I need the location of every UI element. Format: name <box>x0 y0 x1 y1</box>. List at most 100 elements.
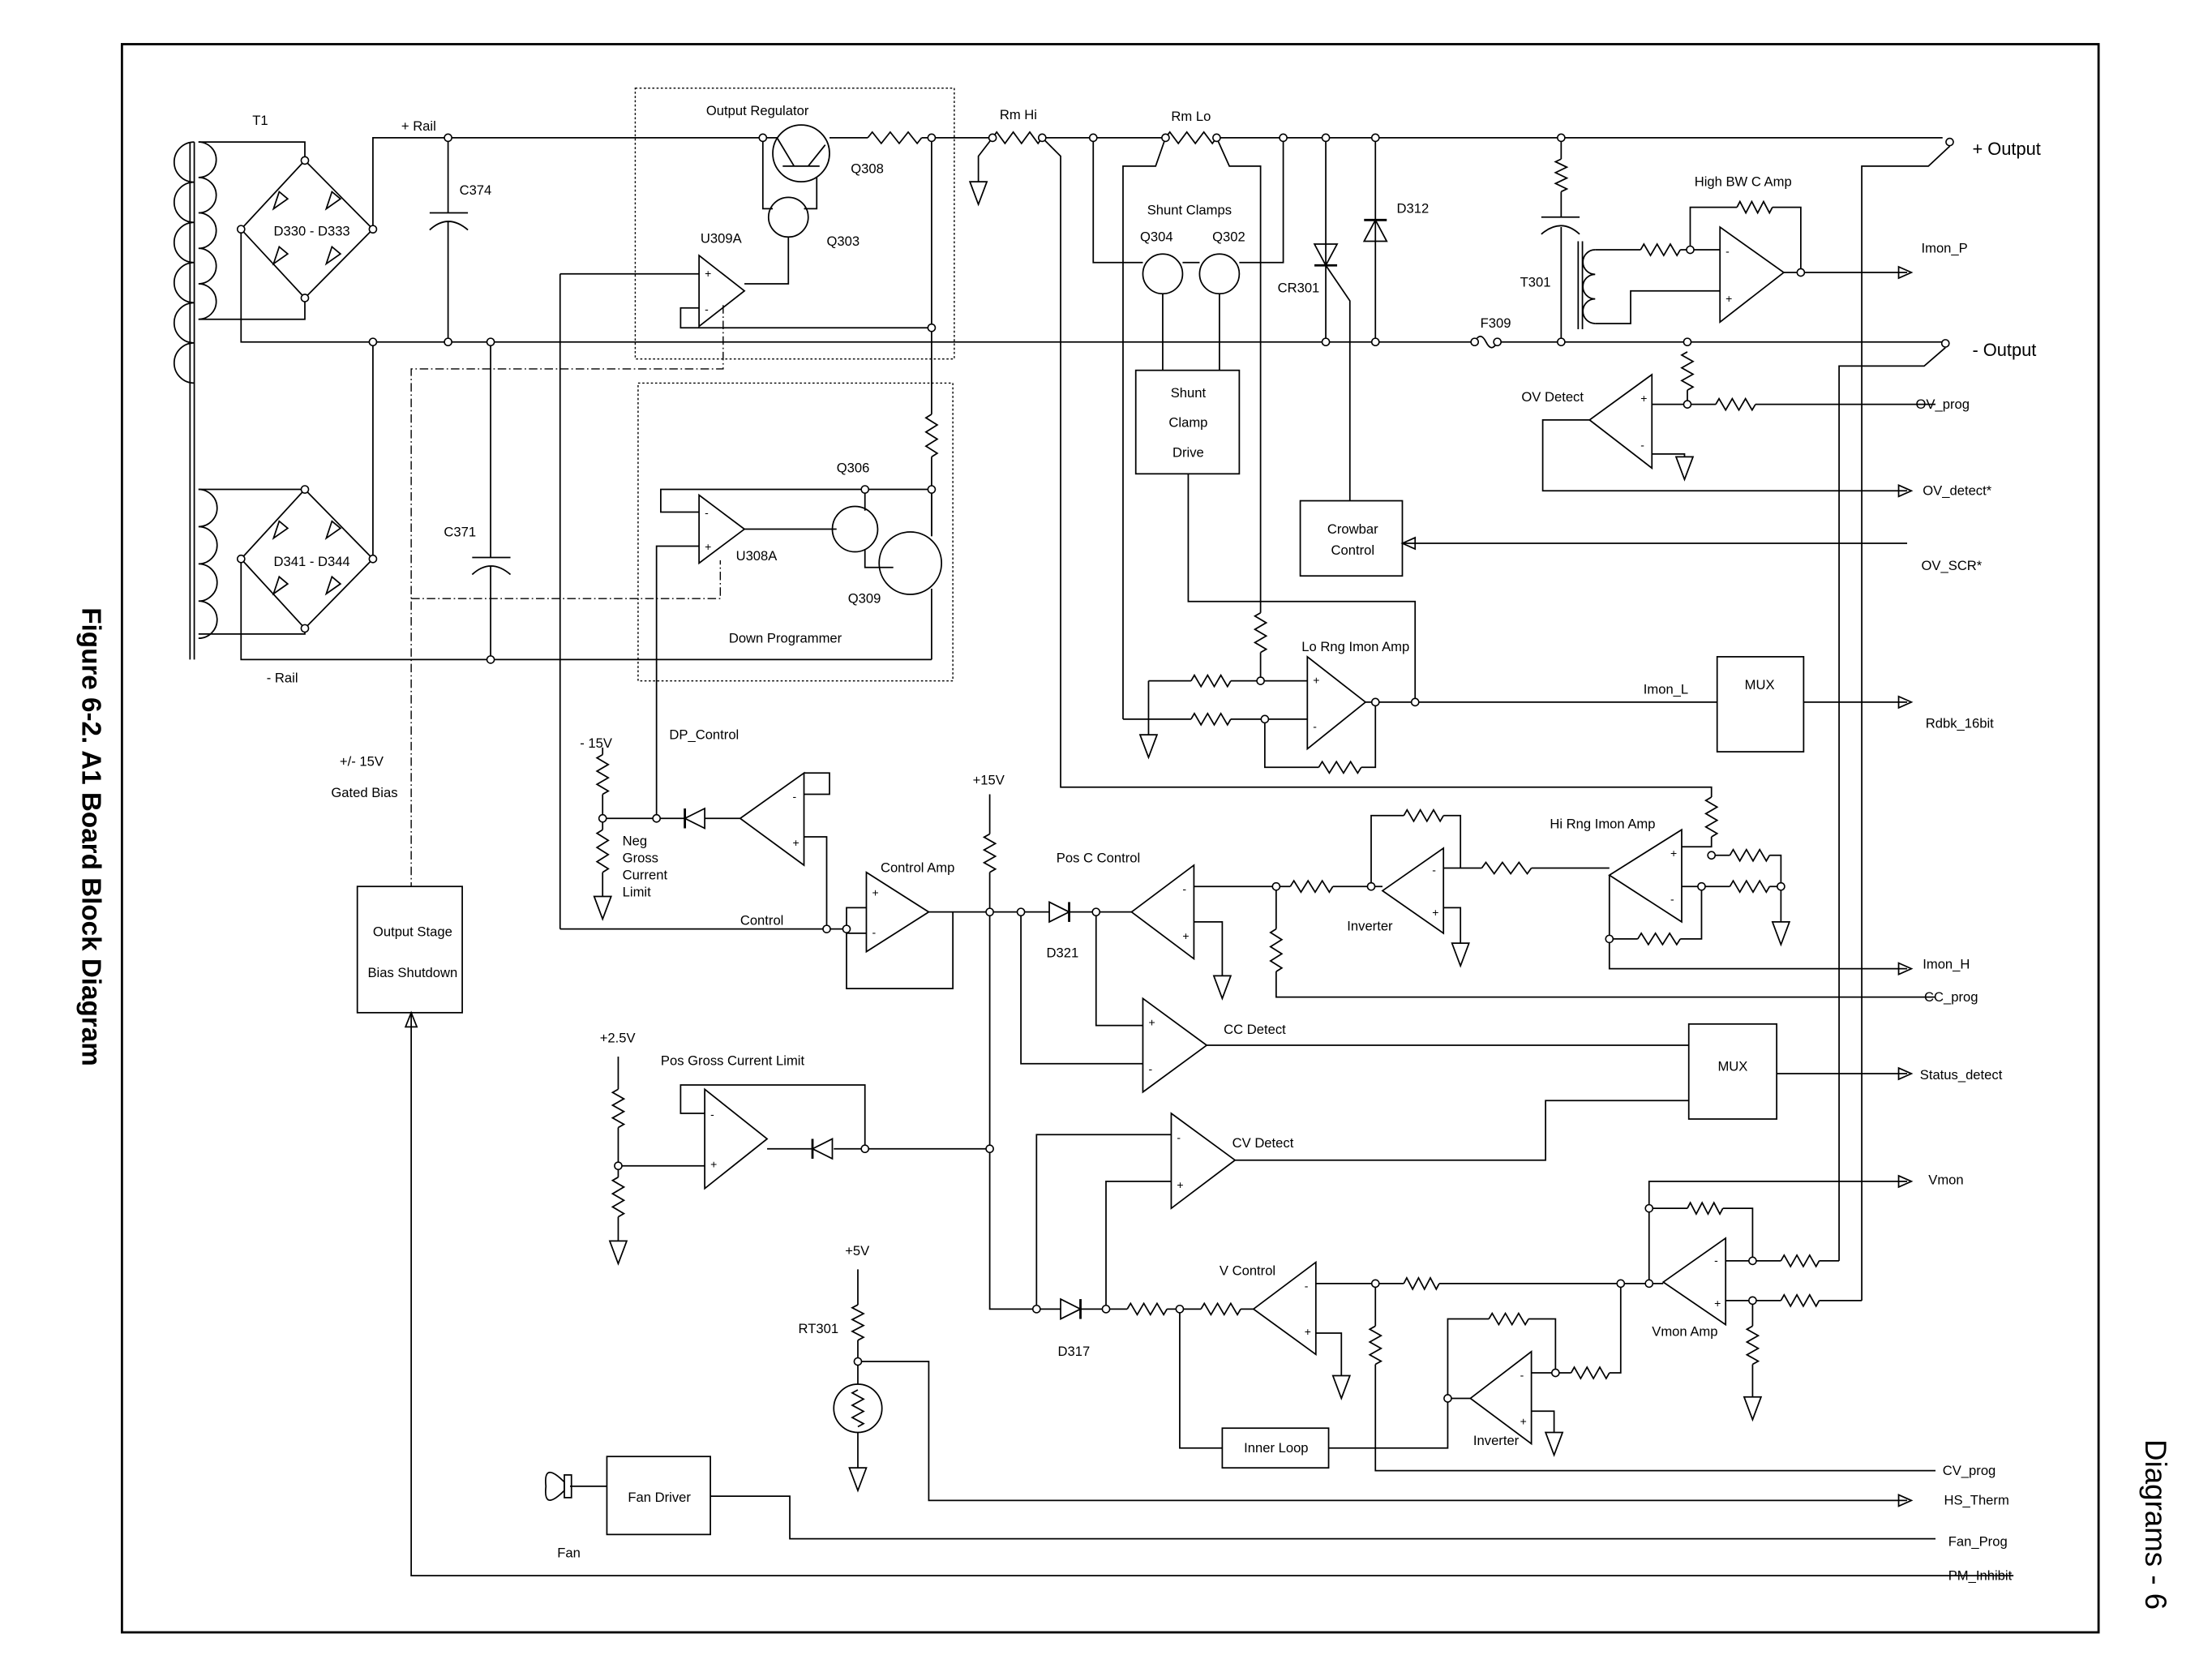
resistor <box>595 829 610 873</box>
label-d321: D321 <box>1047 945 1079 961</box>
junction-node <box>1366 881 1376 891</box>
transformer-core <box>189 142 195 660</box>
figure-title: Figure 6-2. A1 Board Block Diagram <box>75 607 105 1066</box>
op-amp-sign: + <box>1182 929 1189 942</box>
resistor <box>1637 932 1681 946</box>
label-control-amp: Control Amp <box>881 860 954 876</box>
terminal-plus-output: + Output <box>1972 139 2040 159</box>
diode-icon <box>324 575 342 596</box>
arrow-icon <box>404 1010 418 1028</box>
mux-readback-block <box>1716 656 1805 753</box>
mux-status-block <box>1687 1023 1778 1120</box>
diode-icon <box>811 1138 834 1160</box>
label-q308: Q308 <box>851 161 884 177</box>
wire <box>471 341 512 660</box>
terminal-pm-inhibit: PM_Inhibit <box>1948 1567 2013 1583</box>
label-v-control: V Control <box>1220 1263 1275 1278</box>
arrow-icon <box>1897 1066 1914 1081</box>
ground-icon <box>1138 734 1159 760</box>
resistor <box>1704 796 1719 838</box>
ground-icon <box>1212 975 1232 1001</box>
op-amp <box>1252 1260 1317 1356</box>
label-cv-detect: CV Detect <box>1232 1135 1294 1151</box>
wire <box>1541 390 1935 492</box>
label-output-regulator: Output Regulator <box>706 103 809 118</box>
wire <box>1681 836 1713 848</box>
junction-node <box>860 485 870 494</box>
terminal-rdbk-16bit: Rdbk_16bit <box>1926 715 1994 731</box>
gated-bias-line <box>410 305 724 887</box>
resistor <box>1403 808 1444 823</box>
fuse-icon <box>1473 335 1498 349</box>
op-amp-sign: - <box>1670 893 1674 906</box>
inner-loop-block <box>1221 1427 1330 1469</box>
junction-node <box>985 1144 994 1154</box>
arrow-icon <box>1897 1494 1914 1507</box>
junction-node <box>614 1161 623 1171</box>
junction-node <box>1557 337 1566 347</box>
label-neg-gross-4: Limit <box>623 884 651 899</box>
op-amp <box>865 871 931 954</box>
junction-node <box>1370 697 1380 707</box>
label-imon-l: Imon_L <box>1644 681 1688 697</box>
junction-node <box>758 133 768 143</box>
resistor <box>1318 760 1362 774</box>
label-shunt-clamps: Shunt Clamps <box>1147 202 1232 217</box>
mosfet-q302 <box>1198 253 1241 295</box>
wire <box>410 1012 2014 1576</box>
label-crowbar-control-2: Control <box>1331 542 1375 558</box>
junction-node <box>1683 400 1692 409</box>
coil <box>198 488 218 640</box>
resistor <box>867 131 923 145</box>
junction-node <box>300 294 310 302</box>
junction-node <box>1748 1296 1757 1306</box>
label-gated-bias-2: Gated Bias <box>331 785 397 800</box>
arrow-icon <box>1400 536 1417 551</box>
op-amp-sign: - <box>793 790 797 803</box>
junction-node <box>1037 133 1047 143</box>
diode-icon <box>324 520 342 540</box>
label-d312: D312 <box>1396 201 1429 217</box>
label-vmon-amp: Vmon Amp <box>1652 1324 1717 1340</box>
junction-node <box>486 337 495 347</box>
label-c374: C374 <box>460 182 492 198</box>
junction-node <box>486 655 495 664</box>
resistor <box>611 1176 626 1218</box>
op-amp-sign: + <box>1714 1297 1721 1310</box>
junction-node <box>1101 1304 1111 1314</box>
op-amp-sign: + <box>1432 906 1438 919</box>
junction-node <box>927 133 937 143</box>
resistor <box>1687 1201 1724 1216</box>
label-output-stage: Output Stage <box>373 924 452 939</box>
junction-node <box>1493 337 1502 347</box>
resistor <box>1368 1325 1383 1366</box>
mosfet-q303 <box>767 196 809 238</box>
op-amp-sign: - <box>705 506 709 519</box>
junction-node <box>1370 1279 1380 1289</box>
junction-node <box>300 624 310 633</box>
label-f309: F309 <box>1481 315 1511 331</box>
fan-driver-block <box>606 1456 711 1536</box>
terminal-vmon: Vmon <box>1928 1172 1963 1187</box>
junction-node <box>1557 133 1566 143</box>
ground-icon <box>968 181 988 207</box>
coil <box>198 141 217 320</box>
label-shunt-clamp-drive-3: Drive <box>1172 444 1204 460</box>
label-fan-driver: Fan Driver <box>628 1490 691 1505</box>
wire <box>1315 1282 1935 1472</box>
wire <box>1020 911 1908 1074</box>
wire <box>429 137 469 342</box>
label-inner-loop: Inner Loop <box>1244 1440 1308 1456</box>
junction-node <box>1321 133 1331 143</box>
junction-node <box>1470 337 1480 347</box>
wire <box>602 545 830 929</box>
wire <box>1122 137 1262 719</box>
fan-icon <box>544 1471 565 1501</box>
resistor <box>992 131 1044 145</box>
resistor <box>611 1088 626 1129</box>
fan-hub-icon <box>564 1474 572 1499</box>
label-lo-rng-imon-amp: Lo Rng Imon Amp <box>1301 639 1409 654</box>
op-amp-sign: - <box>705 302 709 315</box>
label-pos-c-control: Pos C Control <box>1057 850 1140 865</box>
